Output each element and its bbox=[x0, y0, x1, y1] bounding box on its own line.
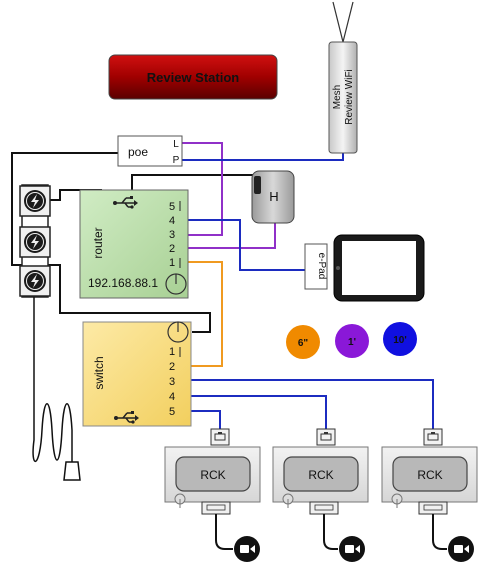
camera-cable bbox=[215, 514, 233, 550]
orange-cable-router1-switch2 bbox=[180, 261, 223, 367]
video-camera-icon bbox=[234, 536, 260, 562]
blue-cable-mesh-poe bbox=[182, 153, 344, 161]
ethernet-port-icon bbox=[316, 428, 336, 446]
usb-hub-label: H bbox=[269, 189, 278, 204]
rck-screen bbox=[392, 456, 468, 492]
serial-port-pins bbox=[423, 504, 443, 511]
purple-cable-hub bbox=[180, 222, 276, 249]
switch-port-label: 2 bbox=[169, 361, 175, 373]
title-banner bbox=[108, 54, 278, 100]
serial-port-icon bbox=[201, 501, 231, 515]
router-port-label: 3 bbox=[169, 229, 175, 241]
blue-cable-switch4-rck2 bbox=[180, 395, 327, 430]
power-outlet-icon bbox=[19, 226, 51, 258]
legend: 6" 1' 10' bbox=[286, 322, 417, 359]
usb-hub-port bbox=[254, 176, 261, 194]
router-ports: 5 4 3 2 1 bbox=[169, 201, 181, 269]
video-camera-icon bbox=[448, 536, 474, 562]
antenna-left bbox=[332, 1, 344, 43]
purple-cable-poe-l bbox=[180, 142, 223, 236]
rck-label: RCK bbox=[200, 468, 225, 482]
antenna-right bbox=[342, 1, 354, 43]
router-port-label: 1 bbox=[169, 257, 175, 269]
blue-cable-switch5-rck1 bbox=[180, 410, 221, 430]
network-switch bbox=[82, 321, 192, 427]
power-outlet-icon bbox=[19, 185, 51, 217]
serial-port-icon bbox=[418, 501, 448, 515]
legend-dot-1ft bbox=[335, 324, 369, 358]
usb-hub bbox=[251, 170, 295, 224]
legend-label-1ft: 1' bbox=[348, 337, 356, 348]
ipad-screen bbox=[342, 241, 416, 295]
power-cord-icon bbox=[32, 297, 73, 463]
ipad-home-button bbox=[336, 266, 340, 270]
hub-usb-cable bbox=[131, 174, 259, 190]
switch-port-label: 4 bbox=[169, 391, 175, 403]
camera-cable bbox=[432, 514, 447, 550]
ethernet-port-icon bbox=[210, 428, 230, 446]
blue-cable-router-epad bbox=[180, 219, 306, 271]
switch-port-label: 5 bbox=[169, 406, 175, 418]
router-ip: 192.168.88.1 bbox=[88, 276, 158, 290]
poe-injector bbox=[117, 135, 183, 167]
router-port-label: 4 bbox=[169, 215, 175, 227]
poe-port-l: L bbox=[173, 139, 179, 150]
rck-unit-2: RCK bbox=[272, 428, 369, 562]
router bbox=[79, 189, 189, 299]
blue-cable-switch3-rck3 bbox=[180, 379, 434, 430]
switch-port-label: 1 bbox=[169, 346, 175, 358]
legend-label-6in: 6" bbox=[298, 338, 309, 349]
camera-cable bbox=[323, 514, 338, 550]
router-label: router bbox=[91, 227, 105, 258]
legend-label-10ft: 10' bbox=[393, 335, 407, 346]
rck-unit-3: RCK bbox=[381, 428, 478, 562]
power-plug-icon bbox=[63, 461, 81, 481]
serial-port-icon bbox=[309, 501, 339, 515]
serial-port-pins bbox=[206, 504, 226, 511]
poe-power-cable bbox=[11, 152, 118, 266]
mesh-label-line2: Review WiFi bbox=[344, 69, 355, 125]
switch-port-label: 3 bbox=[169, 376, 175, 388]
video-camera-icon bbox=[339, 536, 365, 562]
rck-screen bbox=[283, 456, 359, 492]
router-port-label: 2 bbox=[169, 243, 175, 255]
page-title: Review Station bbox=[147, 70, 240, 85]
epad-label: e-Pad bbox=[316, 253, 327, 280]
rck-label: RCK bbox=[417, 468, 442, 482]
mesh-wifi-unit bbox=[328, 41, 358, 154]
switch-power-cable bbox=[45, 264, 211, 333]
epad-adapter bbox=[304, 243, 328, 290]
poe-label: poe bbox=[128, 145, 148, 159]
legend-dot-6in bbox=[286, 325, 320, 359]
rck-screen bbox=[175, 456, 251, 492]
switch-label: switch bbox=[92, 356, 106, 389]
poe-port-p: P bbox=[173, 155, 180, 166]
legend-dot-10ft bbox=[383, 322, 417, 356]
mesh-label-line1: Mesh bbox=[332, 85, 343, 109]
ethernet-port-icon bbox=[423, 428, 443, 446]
switch-ports: 1 2 3 4 5 bbox=[169, 346, 181, 418]
power-outlet-icon bbox=[19, 265, 51, 297]
router-port-label: 5 bbox=[169, 201, 175, 213]
rck-unit-1: RCK bbox=[164, 428, 261, 562]
rck-label: RCK bbox=[308, 468, 333, 482]
serial-port-pins bbox=[314, 504, 334, 511]
